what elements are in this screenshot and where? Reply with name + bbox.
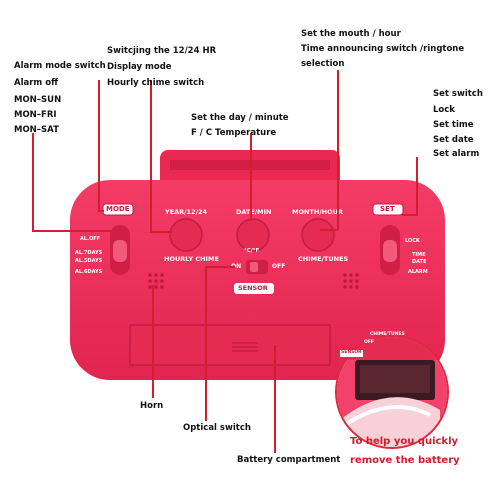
alarm-label: ALARM bbox=[408, 269, 428, 275]
label-temperature: F / C Temperature bbox=[191, 128, 277, 138]
label-optical-switch: Optical switch bbox=[183, 423, 251, 433]
callout-line-year bbox=[150, 80, 152, 232]
label-set-date: Set date bbox=[433, 135, 474, 145]
label-time-announcing: Time announcing switch /ringtone bbox=[301, 44, 465, 54]
month-button bbox=[301, 218, 335, 252]
al-6days-label: AL.6DAYS bbox=[75, 269, 103, 275]
time-label: TIME bbox=[412, 252, 426, 258]
inset-chime-label: CHIME/TUNES bbox=[370, 332, 405, 337]
label-set-alarm: Set alarm bbox=[433, 149, 480, 159]
inset-off-label: OFF bbox=[364, 340, 374, 345]
off-label: OFF bbox=[272, 263, 286, 270]
label-help-line2: remove the battery bbox=[350, 455, 460, 466]
chime-tunes-label: CHIME/TUNES bbox=[298, 255, 349, 263]
callout-line-mode bbox=[98, 80, 100, 211]
callout-line-left bbox=[32, 133, 34, 231]
month-label: MONTH/HOUR bbox=[292, 208, 343, 216]
on-label: ON bbox=[231, 263, 242, 270]
set-label: SET bbox=[380, 205, 395, 213]
label-alarm-mode-switch: Alarm mode switch bbox=[14, 61, 106, 71]
label-alarm-off: Alarm off bbox=[14, 78, 58, 88]
date-label: DATE/MIN bbox=[236, 208, 272, 216]
date-small-label: DATE bbox=[412, 259, 427, 265]
callout-line-set bbox=[416, 157, 418, 215]
speaker-right bbox=[343, 273, 359, 289]
al-5days-label: AL.5DAYS bbox=[75, 258, 103, 264]
label-switching-12-24: Switcjing the 12/24 HR bbox=[107, 46, 217, 56]
sensor-label: SENSOR bbox=[238, 284, 268, 292]
label-help-line1: To help you quickly bbox=[350, 436, 459, 447]
lock-label: LOCK bbox=[405, 238, 420, 244]
mode-label: MODE bbox=[106, 205, 130, 213]
speaker-left bbox=[148, 273, 164, 289]
label-set-time: Set time bbox=[433, 120, 474, 130]
label-horn: Horn bbox=[140, 401, 164, 411]
callout-line-date bbox=[250, 133, 252, 221]
label-selection: selection bbox=[301, 59, 345, 69]
label-mon-sat: MON–SAT bbox=[14, 125, 59, 135]
label-set-day-minute: Set the day / minute bbox=[191, 113, 289, 123]
label-mon-fri: MON–FRI bbox=[14, 110, 57, 120]
year-label: YEAR/12/24 bbox=[165, 208, 208, 216]
label-mon-sun: MON–SUN bbox=[14, 95, 62, 105]
date-button bbox=[236, 218, 270, 252]
callout-line-horn bbox=[152, 285, 154, 398]
label-set-switch: Set switch bbox=[433, 89, 483, 99]
label-display-mode: Display mode bbox=[107, 62, 172, 72]
label-lock: Lock bbox=[433, 105, 455, 115]
hourly-chime-label: HOURLY CHIME bbox=[164, 255, 219, 263]
al-off-label: AL.OFF bbox=[80, 236, 101, 242]
battery-compartment bbox=[129, 324, 331, 366]
label-battery-compartment: Battery compartment bbox=[237, 455, 341, 465]
al-7days-label: AL.7DAYS bbox=[75, 250, 103, 256]
degree-label: °C/°F bbox=[244, 248, 260, 254]
label-hourly-chime-switch: Hourly chime switch bbox=[107, 78, 205, 88]
label-set-month-hour: Set the mouth / hour bbox=[301, 29, 401, 39]
callout-line-battery bbox=[274, 345, 276, 453]
inset-sensor-label: SENSOR bbox=[340, 350, 363, 357]
callout-line-optical bbox=[205, 266, 207, 421]
callout-line-month bbox=[337, 70, 339, 230]
year-button bbox=[169, 218, 203, 252]
